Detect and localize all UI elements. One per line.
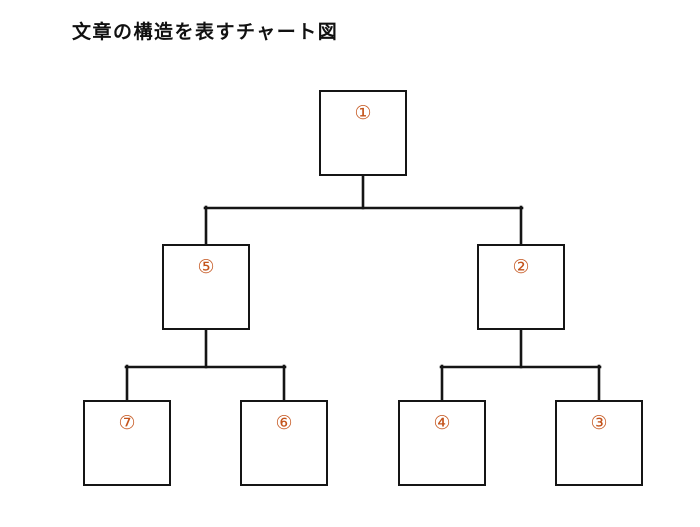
node-number-label: ⑤ (197, 256, 215, 278)
tree-node-2[interactable]: ② (477, 244, 565, 330)
node-number-label: ⑥ (275, 412, 293, 434)
tree-node-3[interactable]: ③ (555, 400, 643, 486)
tree-node-5[interactable]: ⑤ (162, 244, 250, 330)
page-title: 文章の構造を表すチャート図 (72, 22, 339, 43)
node-number-label: ② (512, 256, 530, 278)
tree-node-6[interactable]: ⑥ (240, 400, 328, 486)
node-number-label: ④ (433, 412, 451, 434)
tree-node-7[interactable]: ⑦ (83, 400, 171, 486)
node-number-label: ⑦ (118, 412, 136, 434)
node-number-label: ① (354, 102, 372, 124)
node-number-label: ③ (590, 412, 608, 434)
tree-node-1[interactable]: ① (319, 90, 407, 176)
tree-node-4[interactable]: ④ (398, 400, 486, 486)
